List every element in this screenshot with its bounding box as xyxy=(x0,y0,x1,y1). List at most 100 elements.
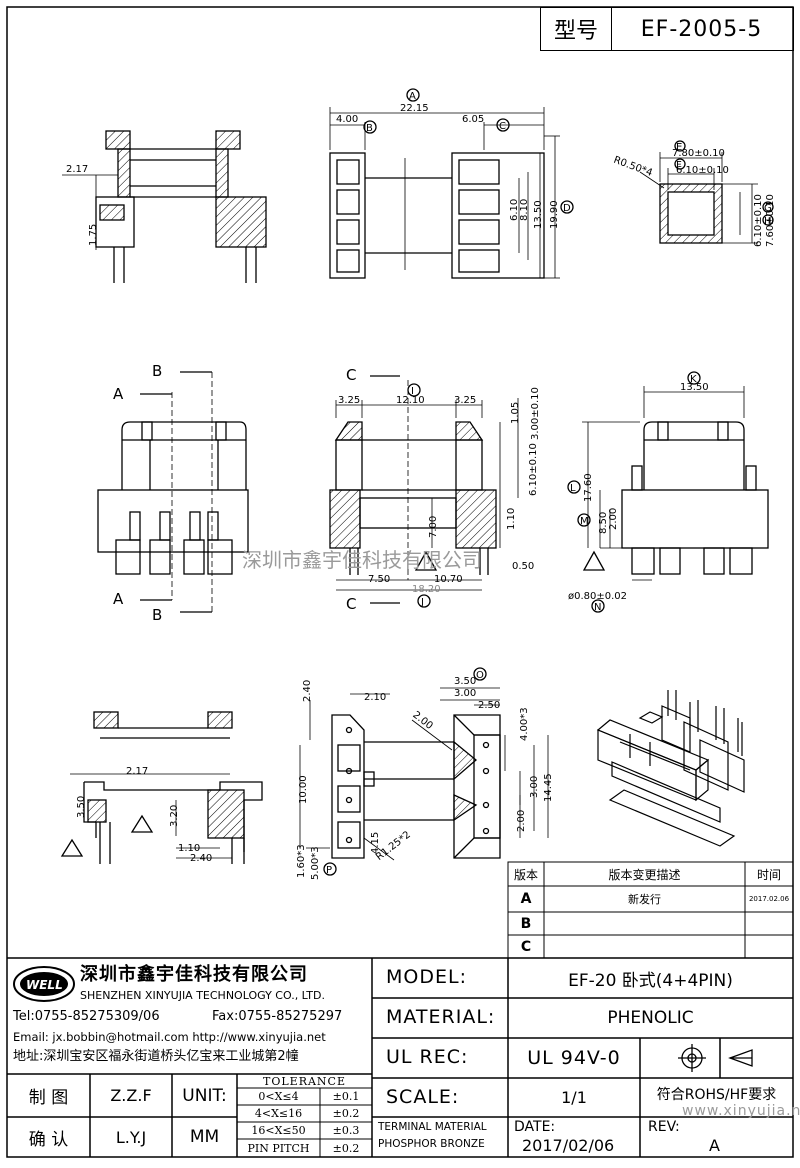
dim-top-right-7-60: 7.60±0.10 xyxy=(765,194,776,247)
section-A-bottom: A xyxy=(113,590,124,608)
marker-D: D xyxy=(563,203,571,214)
marker-N: N xyxy=(594,602,601,613)
tol-value-2: ±0.2 xyxy=(332,1107,360,1120)
dim-top-mid-22-15: 22.15 xyxy=(400,103,429,114)
dim-mid-1-05: 1.05 xyxy=(510,402,521,424)
tolerance-grid xyxy=(237,1087,372,1157)
tol-range-1: 0<X≤4 xyxy=(258,1090,299,1103)
section-C-top: C xyxy=(346,366,356,384)
rev-header-time: 时间 xyxy=(756,867,781,882)
dim-bm-3-00-v: 3.00 xyxy=(529,776,540,798)
marker-P: P xyxy=(326,865,332,876)
section-B-top: B xyxy=(152,362,162,380)
rohs-note: 符合ROHS/HF要求 xyxy=(656,1087,777,1103)
dim-top-mid-19-90: 19.90 xyxy=(549,200,560,229)
dim-top-right-7-80: 7.80±0.10 xyxy=(672,148,725,159)
terminal-material-value: PHOSPHOR BRONZE xyxy=(378,1138,485,1150)
date-label: DATE: xyxy=(514,1119,556,1135)
dim-top-left-2: 1.75 xyxy=(88,224,99,246)
dim-top-mid-8-10: 8.10 xyxy=(519,199,530,221)
dim-top-right-6-10-a: 6.10±0.10 xyxy=(676,165,729,176)
marker-I: I xyxy=(411,386,414,397)
section-A-top: A xyxy=(113,385,124,403)
dim-bm-3-00: 3.00 xyxy=(454,688,476,699)
tol-range-4: PIN PITCH xyxy=(247,1141,310,1155)
rev-row-a-desc: 新发行 xyxy=(628,893,661,906)
tolerance-title: TOLERANCE xyxy=(263,1074,346,1088)
dim-top-right-6-10-b: 6.10±0.10 xyxy=(753,194,764,247)
view-bottom-middle xyxy=(299,667,549,876)
draw-label: 制 图 xyxy=(28,1088,69,1108)
sheet-border xyxy=(6,6,794,1158)
tol-value-1: ±0.1 xyxy=(332,1090,360,1103)
view-top-left xyxy=(62,130,267,283)
rev-row-c-ver: C xyxy=(520,938,532,955)
dim-mid-3-25-a: 3.25 xyxy=(338,395,360,406)
ul-symbols xyxy=(678,1044,753,1072)
marker-G: G xyxy=(764,203,772,214)
dim-top-mid-13-50: 13.50 xyxy=(533,200,544,229)
rev-row-a-ver: A xyxy=(520,891,532,907)
dim-bl-1-10: 1.10 xyxy=(178,843,200,854)
unit-label: UNIT: xyxy=(182,1085,227,1106)
company-address: 地址:深圳宝安区福永街道桥头亿宝来工业城第2幢 xyxy=(13,1049,299,1064)
unit-value: MM xyxy=(189,1127,220,1147)
dim-bm-2-00-v: 2.00 xyxy=(516,810,527,832)
view-bottom-left xyxy=(70,711,263,864)
check-label: 确 认 xyxy=(28,1129,69,1150)
marker-L: L xyxy=(570,483,576,494)
company-logo xyxy=(13,966,75,1002)
material-label: MATERIAL: xyxy=(386,1006,496,1028)
dim-bl-2-17: 2.17 xyxy=(126,766,148,777)
dim-top-left-1: 2.17 xyxy=(66,164,88,175)
dim-top-mid-6-05: 6.05 xyxy=(462,114,484,125)
scale-value: 1/1 xyxy=(561,1088,587,1107)
rev-label: REV: xyxy=(648,1119,680,1135)
dim-bm-1-60x3: 1.60*3 xyxy=(296,844,307,878)
date-value: 2017/02/06 xyxy=(522,1136,615,1155)
dim-top-right-r050: R0.50*4 xyxy=(612,155,654,179)
rev-header-desc: 版本变更描述 xyxy=(608,867,681,882)
dim-mid-3-00: 3.00±0.10 xyxy=(530,387,541,440)
scale-label: SCALE: xyxy=(386,1086,460,1108)
dim-mid-right-2-00: 2.00 xyxy=(608,508,619,530)
view-isometric xyxy=(596,690,745,847)
marker-M: M xyxy=(580,516,589,527)
dim-mid-10-70: 10.70 xyxy=(434,574,463,585)
check-value: L.Y.J xyxy=(115,1127,147,1147)
dim-mid-right-17-60: 17.60 xyxy=(583,473,594,502)
marker-F: F xyxy=(676,160,682,171)
marker-J: J xyxy=(420,597,424,608)
company-email: Email: jx.bobbin@hotmail.com http://www.… xyxy=(13,1030,326,1044)
dim-mid-right-8-50: 8.50 xyxy=(598,512,609,534)
dim-top-mid-4-00: 4.00 xyxy=(336,114,358,125)
dim-mid-12-10: 12.10 xyxy=(396,395,425,406)
model-box-value: EF-2005-5 xyxy=(610,7,794,51)
view-top-right xyxy=(639,140,774,244)
title-block-grid xyxy=(7,957,793,1157)
datum-triangle-right xyxy=(582,550,606,571)
model-box-label: 型号 xyxy=(540,7,612,51)
dim-mid-6-10: 6.10±0.10 xyxy=(528,443,539,496)
dim-bl-3-50: 3.50 xyxy=(76,796,87,818)
dim-bm-2-00-diag: 2.00 xyxy=(410,710,434,732)
dim-bl-2-40: 2.40 xyxy=(190,853,212,864)
dim-bm-2-10: 2.10 xyxy=(364,692,386,703)
section-B-bottom: B xyxy=(152,606,162,624)
view-mid-right xyxy=(567,371,769,613)
dim-bm-2-50: 2.50 xyxy=(478,700,500,711)
dim-bm-10-00: 10.00 xyxy=(298,775,309,804)
dim-bm-14-45: 14.45 xyxy=(543,773,554,802)
view-mid-middle xyxy=(329,375,519,608)
model-label: MODEL: xyxy=(386,966,467,988)
draw-value: Z.Z.F xyxy=(110,1086,152,1105)
dim-mid-0-50: 0.50 xyxy=(512,561,534,572)
dim-mid-right-pin: ø0.80±0.02 xyxy=(568,591,627,602)
rev-row-b-ver: B xyxy=(520,915,532,932)
marker-K: K xyxy=(690,374,697,385)
logo-text: WELL xyxy=(26,978,63,992)
tol-value-3: ±0.3 xyxy=(332,1124,360,1137)
datum-triangle-mid xyxy=(414,550,438,571)
